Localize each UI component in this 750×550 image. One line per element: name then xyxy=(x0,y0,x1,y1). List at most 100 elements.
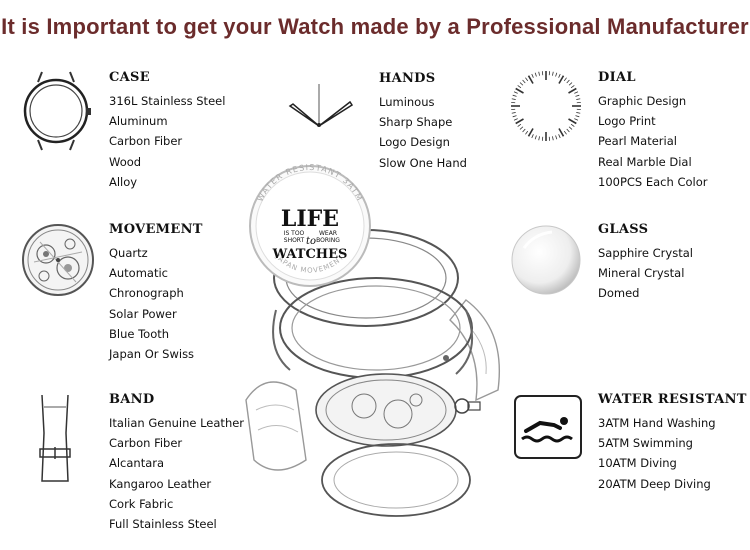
dial-tick xyxy=(538,136,540,141)
dial-tick xyxy=(522,128,526,133)
dial-tick xyxy=(576,112,581,114)
list-item: Quartz xyxy=(109,246,148,260)
water-list: 3ATM Hand Washing 5ATM Swimming 10ATM Di… xyxy=(598,413,716,494)
list-item: Full Stainless Steel xyxy=(109,516,217,531)
list-item: Chronograph xyxy=(109,286,184,301)
movement-icon xyxy=(22,224,94,296)
list-item: Automatic xyxy=(109,266,168,281)
dial-tick xyxy=(566,128,570,133)
watch-case-icon xyxy=(23,71,91,151)
list-item: Italian Genuine Leather xyxy=(109,416,245,430)
hands-heading: HANDS xyxy=(379,71,436,86)
glass-icon xyxy=(511,225,581,295)
band-heading: BAND xyxy=(109,392,155,407)
list-item: Blue Tooth xyxy=(109,326,170,341)
list-item: 10ATM Diving xyxy=(598,456,677,471)
dial-tick xyxy=(519,82,524,86)
movement-heading: MOVEMENT xyxy=(109,222,203,237)
dial-tick xyxy=(513,91,518,94)
dial-tick xyxy=(534,135,537,140)
dial-tick xyxy=(570,123,575,127)
dial-tick xyxy=(515,87,524,94)
dial-tick xyxy=(527,128,534,137)
watch-hands-icon xyxy=(288,84,354,127)
dial-list: Graphic Design Logo Print Pearl Material… xyxy=(598,91,707,192)
list-item: Alloy xyxy=(109,174,138,189)
dial-tick xyxy=(568,126,573,130)
list-item: Cork Fabric xyxy=(109,496,174,511)
dial-boring-text: BORING xyxy=(316,237,340,244)
list-item: Aluminum xyxy=(109,114,168,129)
dial-tick xyxy=(575,94,580,97)
dial-watches-text: WATCHES xyxy=(272,247,348,262)
dial-tick xyxy=(512,94,517,97)
list-item: Sapphire Crystal xyxy=(598,246,693,260)
list-item: Slow One Hand xyxy=(379,155,467,170)
dial-tick xyxy=(517,85,522,89)
dial-tick xyxy=(527,75,534,84)
water-heading: WATER RESISTANT xyxy=(598,392,747,407)
dial-tick xyxy=(566,79,570,84)
dial-tick xyxy=(525,130,529,135)
movement-list: Quartz Automatic Chronograph Solar Power… xyxy=(109,243,194,364)
dial-tick xyxy=(512,115,517,118)
list-item: Wood xyxy=(109,154,142,169)
dial-tick xyxy=(531,134,534,139)
dial-tick xyxy=(558,134,561,139)
dial-tick xyxy=(558,75,565,84)
dial-tick xyxy=(511,112,516,114)
dial-tick xyxy=(558,128,565,137)
dial-life-text: LIFE xyxy=(281,206,339,232)
list-item: Logo Print xyxy=(598,114,656,129)
list-item: Alcantara xyxy=(109,456,165,471)
exploded-watch-illustration: WATER RESISTANT 3ATM JAPAN MOVEMENT LIFE… xyxy=(245,163,501,517)
dial-tick xyxy=(563,130,567,135)
list-item: Carbon Fiber xyxy=(109,134,183,149)
dial-tick xyxy=(552,71,554,76)
glass-heading: GLASS xyxy=(598,222,649,237)
dial-tick xyxy=(519,126,524,130)
list-item: Kangaroo Leather xyxy=(109,476,212,491)
dial-tick xyxy=(568,118,577,125)
dial-tick xyxy=(515,118,524,125)
dial-tick xyxy=(522,79,526,84)
list-item: Luminous xyxy=(379,95,435,109)
dial-tick xyxy=(538,71,540,76)
dial-tick xyxy=(513,118,518,121)
dial-tick xyxy=(534,72,537,77)
dial-tick xyxy=(558,73,561,78)
dial-tick xyxy=(574,118,579,121)
list-item: 20ATM Deep Diving xyxy=(598,476,711,491)
glass-list: Sapphire Crystal Mineral Crystal Domed xyxy=(598,243,693,304)
case-list: 316L Stainless Steel Aluminum Carbon Fib… xyxy=(109,91,225,192)
list-item: Carbon Fiber xyxy=(109,436,183,451)
list-item: Pearl Material xyxy=(598,134,677,149)
page-title: It is Important to get your Watch made b… xyxy=(1,14,749,39)
list-item: Sharp Shape xyxy=(379,115,453,130)
dial-wear-text: WEAR xyxy=(319,230,337,237)
dial-tick xyxy=(531,73,534,78)
swimmer-icon xyxy=(514,395,582,459)
list-item: 100PCS Each Color xyxy=(598,174,708,189)
list-item: Real Marble Dial xyxy=(598,154,692,169)
list-item: Mineral Crystal xyxy=(598,266,685,281)
dial-tick xyxy=(574,91,579,94)
list-item: Logo Design xyxy=(379,135,450,150)
list-item: Solar Power xyxy=(109,306,177,321)
dial-tick xyxy=(555,135,558,140)
dial-tick xyxy=(568,87,577,94)
list-item: Graphic Design xyxy=(598,94,687,108)
dial-icon xyxy=(511,71,581,141)
dial-tick xyxy=(552,136,554,141)
dial-short-text: SHORT xyxy=(284,237,305,244)
dial-tick xyxy=(525,77,529,82)
dial-tick xyxy=(570,85,575,89)
dial-tick xyxy=(576,98,581,100)
dial-heading: DIAL xyxy=(598,70,636,85)
dial-script-text: to xyxy=(306,236,316,247)
dial-tick xyxy=(555,72,558,77)
dial-tick xyxy=(575,115,580,118)
list-item: Domed xyxy=(598,286,640,301)
hands-list: Luminous Sharp Shape Logo Design Slow On… xyxy=(379,92,467,173)
list-item: 3ATM Hand Washing xyxy=(598,416,716,430)
